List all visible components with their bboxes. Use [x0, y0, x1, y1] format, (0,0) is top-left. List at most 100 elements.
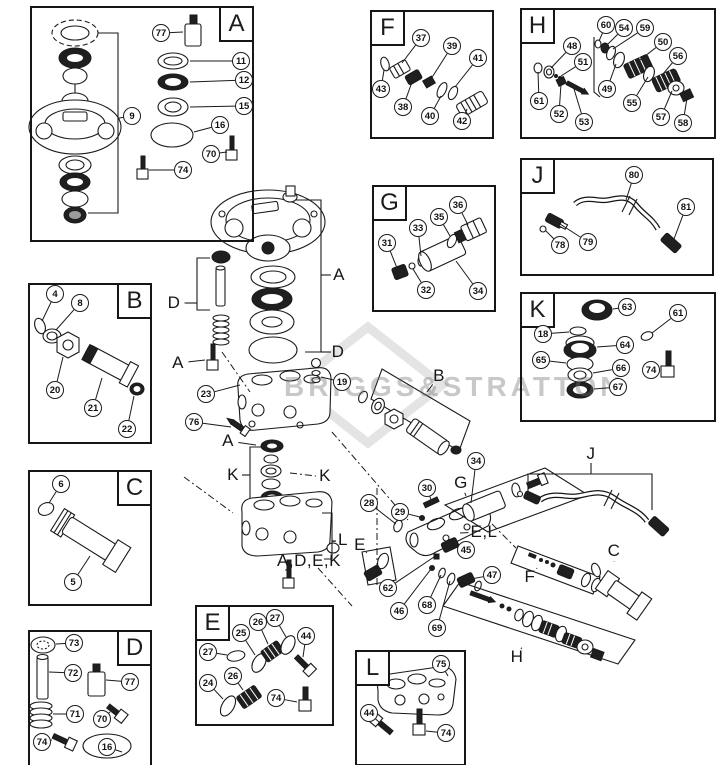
part-callout-61: 61	[530, 92, 548, 110]
part-callout-40: 40	[421, 107, 439, 125]
part-callout-67: 67	[609, 378, 627, 396]
assembly-ref-d: D	[167, 293, 181, 312]
box-b-parts	[34, 317, 145, 396]
detail-box-h: H	[520, 8, 716, 139]
part-callout-28: 28	[360, 494, 378, 512]
part-callout-8: 8	[71, 294, 89, 312]
group-letter-g: G	[372, 185, 407, 221]
part-callout-19: 19	[333, 373, 351, 391]
part-callout-69: 69	[428, 619, 446, 637]
group-letter-e: E	[195, 605, 230, 641]
part-callout-30: 30	[418, 479, 436, 497]
part-callout-65: 65	[532, 351, 550, 369]
detail-box-b: B	[28, 283, 152, 444]
detail-box-k: K	[520, 292, 716, 422]
assembly-ref-a: A	[333, 265, 345, 284]
part-callout-74: 74	[33, 733, 51, 751]
detail-box-f: F	[370, 10, 494, 139]
part-callout-5: 5	[64, 573, 82, 591]
part-callout-80: 80	[625, 166, 643, 184]
part-callout-74: 74	[174, 161, 192, 179]
part-callout-22: 22	[118, 420, 136, 438]
group-letter-l: L	[355, 650, 390, 686]
part-callout-66: 66	[612, 359, 630, 377]
part-callout-78: 78	[551, 236, 569, 254]
group-letter-b: B	[117, 283, 152, 319]
part-callout-6: 6	[52, 475, 70, 493]
part-callout-70: 70	[93, 710, 111, 728]
part-callout-16: 16	[98, 738, 116, 756]
part-callout-41: 41	[469, 49, 487, 67]
assembly-ref-k: K	[319, 466, 331, 485]
part-callout-50: 50	[654, 33, 672, 51]
central-assembly	[183, 185, 670, 665]
part-callout-18: 18	[534, 325, 552, 343]
part-callout-52: 52	[550, 105, 568, 123]
group-letter-d: D	[117, 630, 152, 666]
part-callout-49: 49	[598, 80, 616, 98]
part-callout-26: 26	[224, 667, 242, 685]
part-callout-37: 37	[412, 29, 430, 47]
part-callout-74: 74	[642, 361, 660, 379]
part-callout-23: 23	[197, 385, 215, 403]
part-callout-4: 4	[46, 285, 64, 303]
part-callout-71: 71	[66, 705, 84, 723]
part-callout-44: 44	[297, 627, 315, 645]
part-callout-70: 70	[202, 145, 220, 163]
part-callout-16: 16	[211, 116, 229, 134]
box-g-parts	[391, 217, 487, 280]
part-callout-32: 32	[417, 281, 435, 299]
part-callout-43: 43	[372, 80, 390, 98]
part-callout-38: 38	[394, 98, 412, 116]
assembly-ref-a-d-e-k: A,D,E,K	[277, 551, 341, 570]
part-callout-45: 45	[457, 541, 475, 559]
group-letter-k: K	[520, 292, 555, 328]
part-callout-29: 29	[391, 503, 409, 521]
part-callout-56: 56	[669, 47, 687, 65]
assembly-ref-e-l: E,L	[470, 522, 498, 541]
part-callout-81: 81	[677, 198, 695, 216]
part-callout-64: 64	[616, 336, 634, 354]
box-d-parts	[29, 636, 132, 759]
detail-box-d: D	[28, 630, 152, 765]
part-callout-77: 77	[152, 24, 170, 42]
part-callout-68: 68	[418, 596, 436, 614]
box-c-parts	[37, 502, 132, 574]
box-k-parts	[563, 299, 675, 399]
group-letter-c: C	[117, 470, 152, 506]
part-callout-53: 53	[575, 113, 593, 131]
assembly-ref-a: A	[172, 353, 184, 372]
assembly-ref-k: K	[227, 465, 239, 484]
box-e-parts	[219, 635, 318, 717]
part-callout-55: 55	[623, 94, 641, 112]
part-callout-74: 74	[437, 724, 455, 742]
detail-box-c: C	[28, 470, 152, 606]
part-callout-76: 76	[185, 413, 203, 431]
part-callout-57: 57	[652, 108, 670, 126]
part-callout-79: 79	[579, 233, 597, 251]
assembly-ref-b: B	[433, 366, 445, 385]
part-callout-11: 11	[232, 52, 250, 70]
part-callout-72: 72	[64, 664, 82, 682]
group-letter-j: J	[520, 158, 555, 194]
part-callout-31: 31	[378, 234, 396, 252]
group-letter-f: F	[370, 10, 405, 46]
assembly-ref-j: J	[586, 444, 596, 463]
assembly-ref-a: A	[222, 431, 234, 450]
part-callout-63: 63	[618, 298, 636, 316]
assembly-ref-d: D	[331, 342, 345, 361]
part-callout-36: 36	[449, 196, 467, 214]
part-callout-54: 54	[615, 19, 633, 37]
part-callout-27: 27	[266, 609, 284, 627]
part-callout-27: 27	[199, 643, 217, 661]
assembly-ref-l: L	[338, 530, 348, 549]
part-callout-46: 46	[390, 602, 408, 620]
part-callout-34: 34	[469, 282, 487, 300]
assembly-ref-f: F	[524, 567, 536, 586]
box-j-parts	[539, 195, 682, 254]
part-callout-75: 75	[432, 655, 450, 673]
detail-box-g: G	[372, 185, 496, 312]
part-callout-39: 39	[443, 37, 461, 55]
part-callout-25: 25	[232, 624, 250, 642]
